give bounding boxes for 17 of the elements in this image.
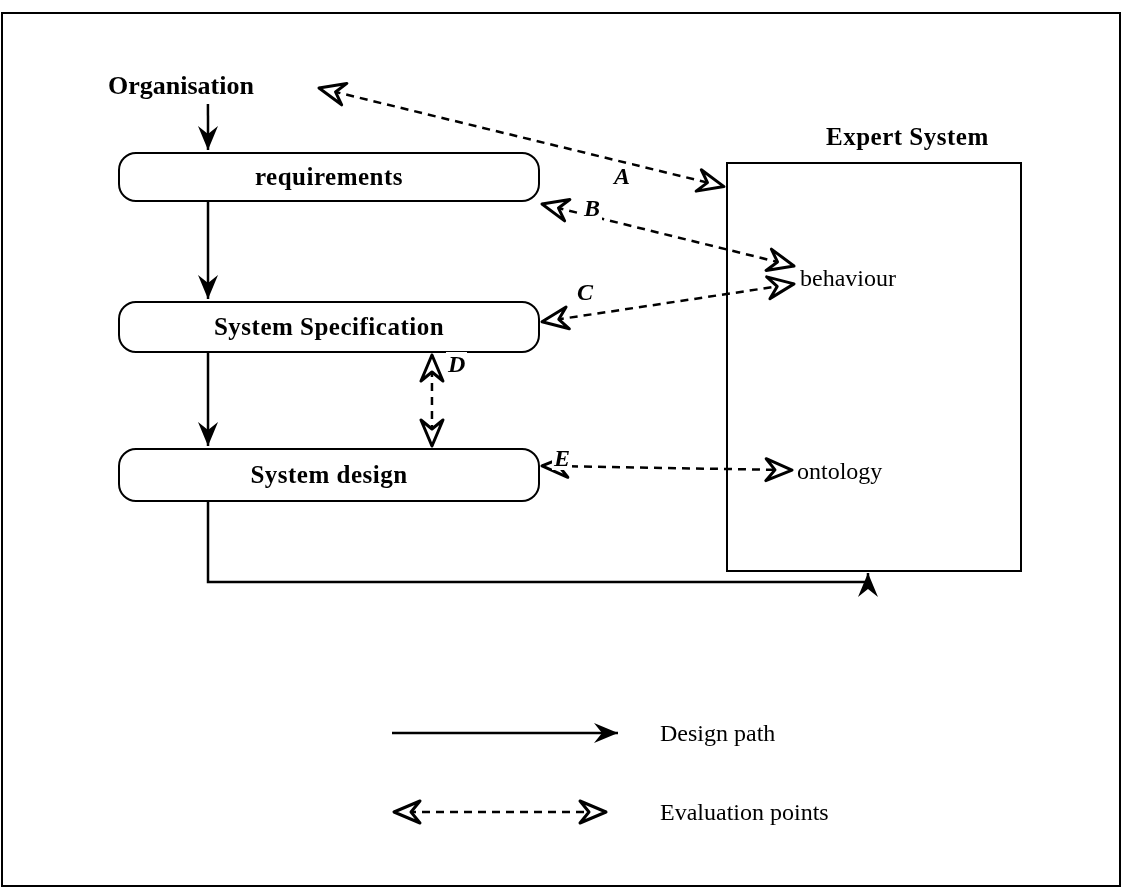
legend-label: Design path	[660, 720, 776, 747]
design-arrow	[206, 502, 878, 597]
node-label: Organisation	[108, 72, 254, 101]
design-arrow	[198, 104, 218, 150]
evaluation-arrow	[419, 353, 445, 448]
node-label: behaviour	[800, 265, 896, 292]
design-arrow	[198, 202, 218, 299]
process-box: System Specification	[118, 301, 540, 353]
process-box: System design	[118, 448, 540, 502]
legend-label: Evaluation points	[660, 799, 829, 826]
process-box: requirements	[118, 152, 540, 202]
box-heading: Expert System	[826, 123, 989, 151]
node-label: ontology	[797, 458, 883, 485]
evaluation-arrow	[540, 275, 796, 331]
evaluation-arrow	[540, 198, 796, 272]
evaluation-arrow	[317, 81, 726, 193]
design-arrow	[198, 353, 218, 446]
